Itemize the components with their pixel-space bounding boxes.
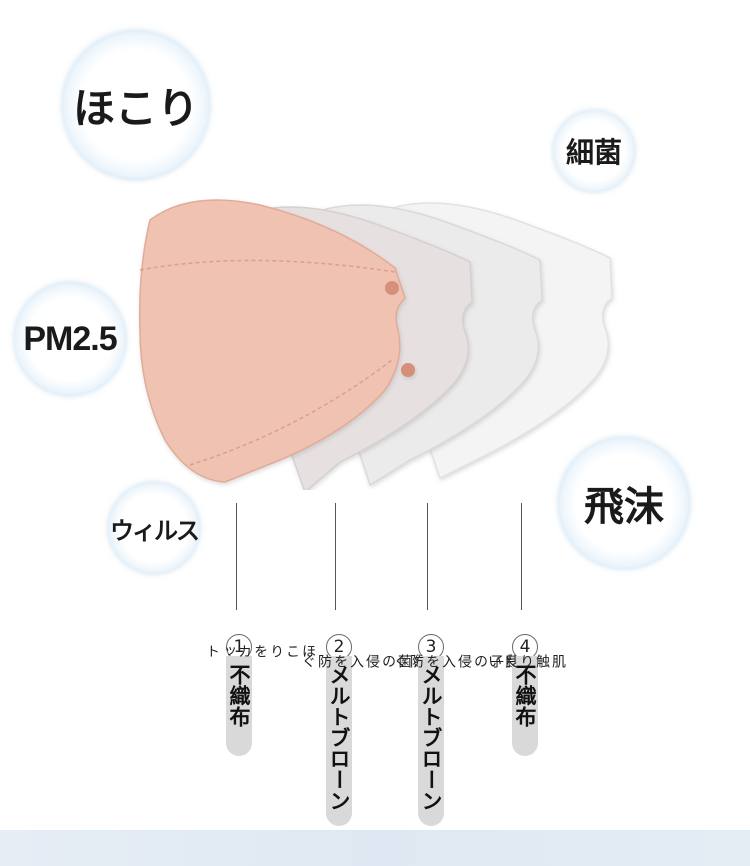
layer-1-description: ほこりをカット [204,644,316,658]
bubble-pm25-label: PM2.5 [23,319,117,358]
layer-2-title: メルトブローン [327,664,351,811]
bubble-bacteria-label: 細菌 [565,136,622,169]
bubble-droplets-label: 飛沫 [584,484,664,530]
connector-line-1 [236,503,237,610]
bottom-band [0,830,750,866]
layer-4-description: 肌触り良い [486,654,566,668]
layer-1-number: 1 [226,634,252,660]
bubble-virus-label: ウィルス [110,516,200,545]
layer-4-pill: 不織布 [512,656,538,756]
layer-3-pill: メルトブローン [418,656,444,826]
layer-2-number: 2 [326,634,352,660]
connector-line-3 [427,503,428,610]
bubble-pm25: PM2.5 [14,282,126,396]
layer-4-title: 不織布 [513,664,537,727]
bubble-virus: ウィルス [108,482,200,574]
bubble-dust-label: ほこり [72,83,199,133]
layer-2-pill: メルトブローン [326,656,352,826]
layer-1-title: 不織布 [227,664,251,727]
connector-line-4 [521,503,522,610]
layer-1-pill: 不織布 [226,656,252,756]
connector-line-2 [335,503,336,610]
bubble-droplets: 飛沫 [558,437,690,569]
bubble-bacteria: 細菌 [553,110,635,192]
bubble-dust: ほこり [62,30,210,180]
layer-4-number: 4 [512,634,538,660]
mask-layer-1 [138,199,415,483]
mask-layers-illustration [138,199,613,490]
layer-3-title: メルトブローン [419,664,443,811]
